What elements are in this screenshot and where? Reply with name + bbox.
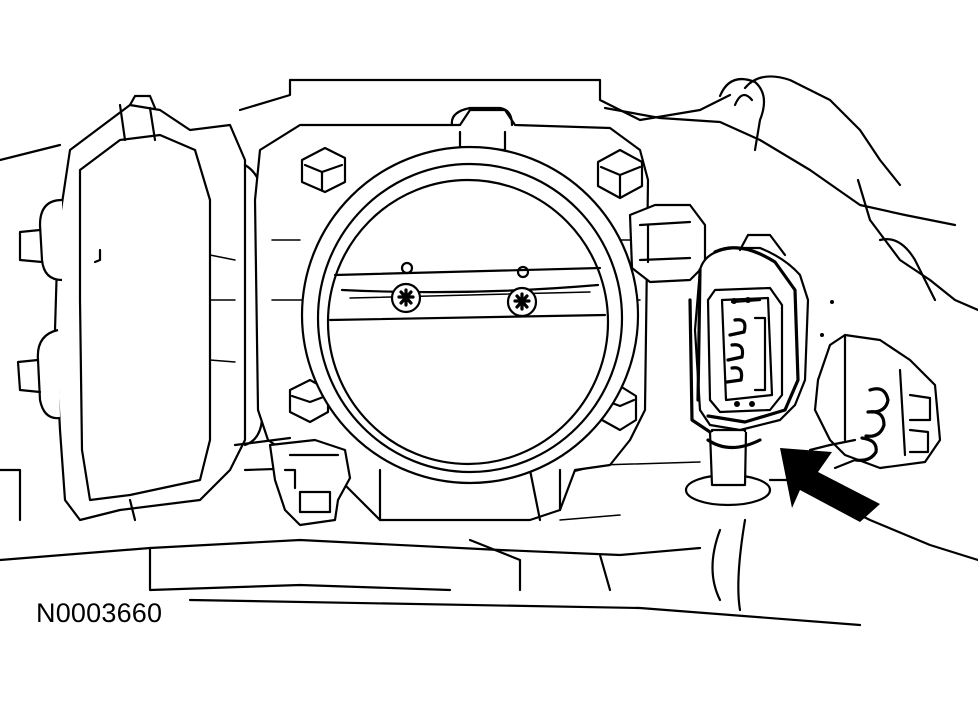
secondary-connector bbox=[808, 333, 942, 470]
sensor-boss bbox=[628, 203, 707, 284]
plate-screw-right bbox=[506, 286, 538, 318]
bolt-top-right bbox=[596, 148, 644, 200]
plate-screw-left bbox=[390, 282, 422, 314]
actuator-housing bbox=[16, 94, 264, 522]
hose-clip bbox=[268, 438, 352, 527]
bolt-top-left bbox=[300, 146, 347, 194]
electrical-connector bbox=[684, 233, 810, 507]
figure-id-label: N0003660 bbox=[36, 598, 163, 628]
bolt-bottom-left bbox=[288, 378, 330, 424]
callout-arrow-icon bbox=[780, 448, 880, 522]
throttle-bore bbox=[300, 145, 640, 485]
